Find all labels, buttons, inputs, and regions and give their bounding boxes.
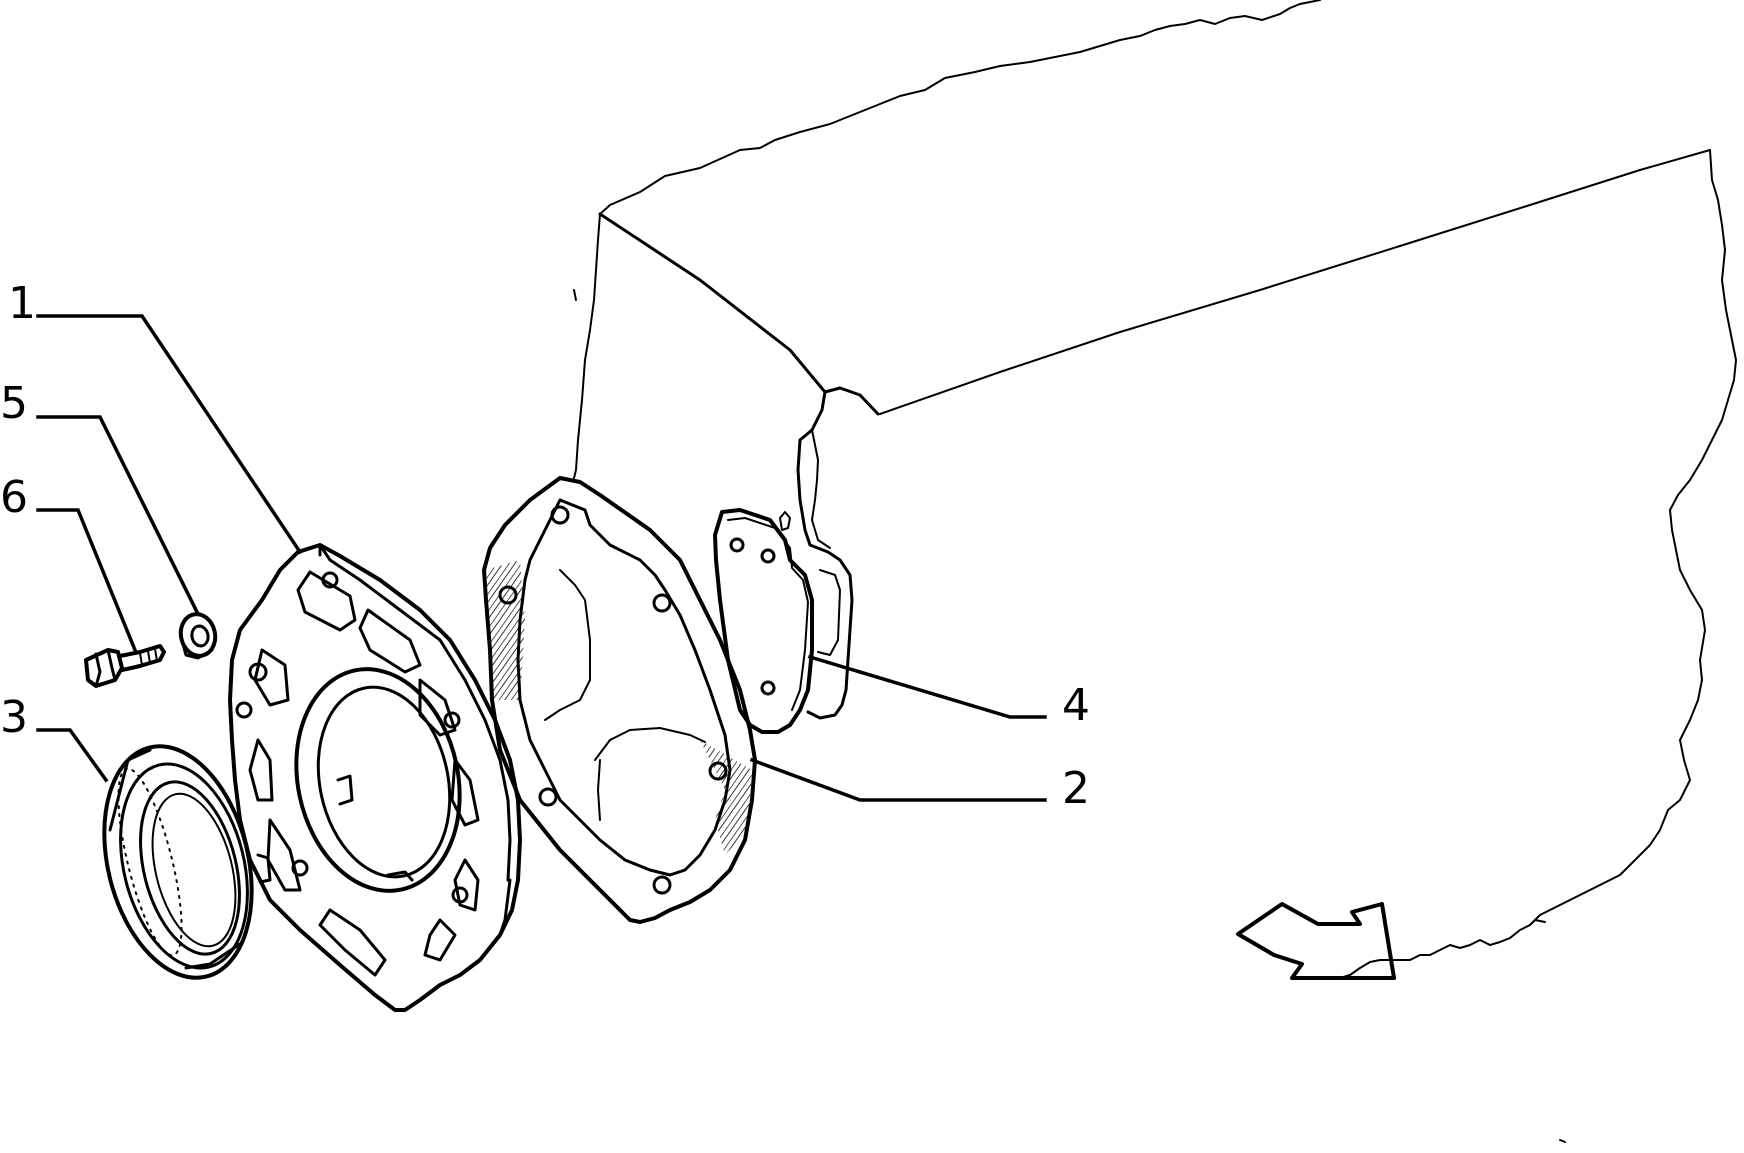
leader-line-1 bbox=[36, 314, 303, 555]
callout-label-3: 3 bbox=[0, 692, 28, 743]
small-cover-plate-part-4 bbox=[713, 508, 814, 734]
leader-line-5 bbox=[36, 415, 201, 617]
callout-label-5: 5 bbox=[0, 378, 28, 429]
direction-arrow-icon bbox=[1236, 902, 1396, 980]
leader-line-6 bbox=[36, 508, 138, 653]
bolt-part-6 bbox=[84, 644, 166, 688]
washer-part-5 bbox=[178, 612, 218, 660]
callout-label-6: 6 bbox=[0, 472, 28, 523]
leader-line-2 bbox=[749, 757, 1047, 802]
oil-seal-ring-part-3 bbox=[102, 744, 254, 980]
callout-label-2: 2 bbox=[1062, 763, 1090, 814]
leader-line-4 bbox=[807, 654, 1047, 719]
gasket-part-2 bbox=[482, 476, 757, 924]
callout-label-4: 4 bbox=[1062, 680, 1090, 731]
engine-block bbox=[573, 0, 1737, 1143]
leader-line-3 bbox=[36, 728, 109, 783]
callout-label-1: 1 bbox=[8, 278, 36, 329]
leader-lines bbox=[36, 314, 1047, 802]
seal-housing-part-1 bbox=[228, 543, 522, 1012]
